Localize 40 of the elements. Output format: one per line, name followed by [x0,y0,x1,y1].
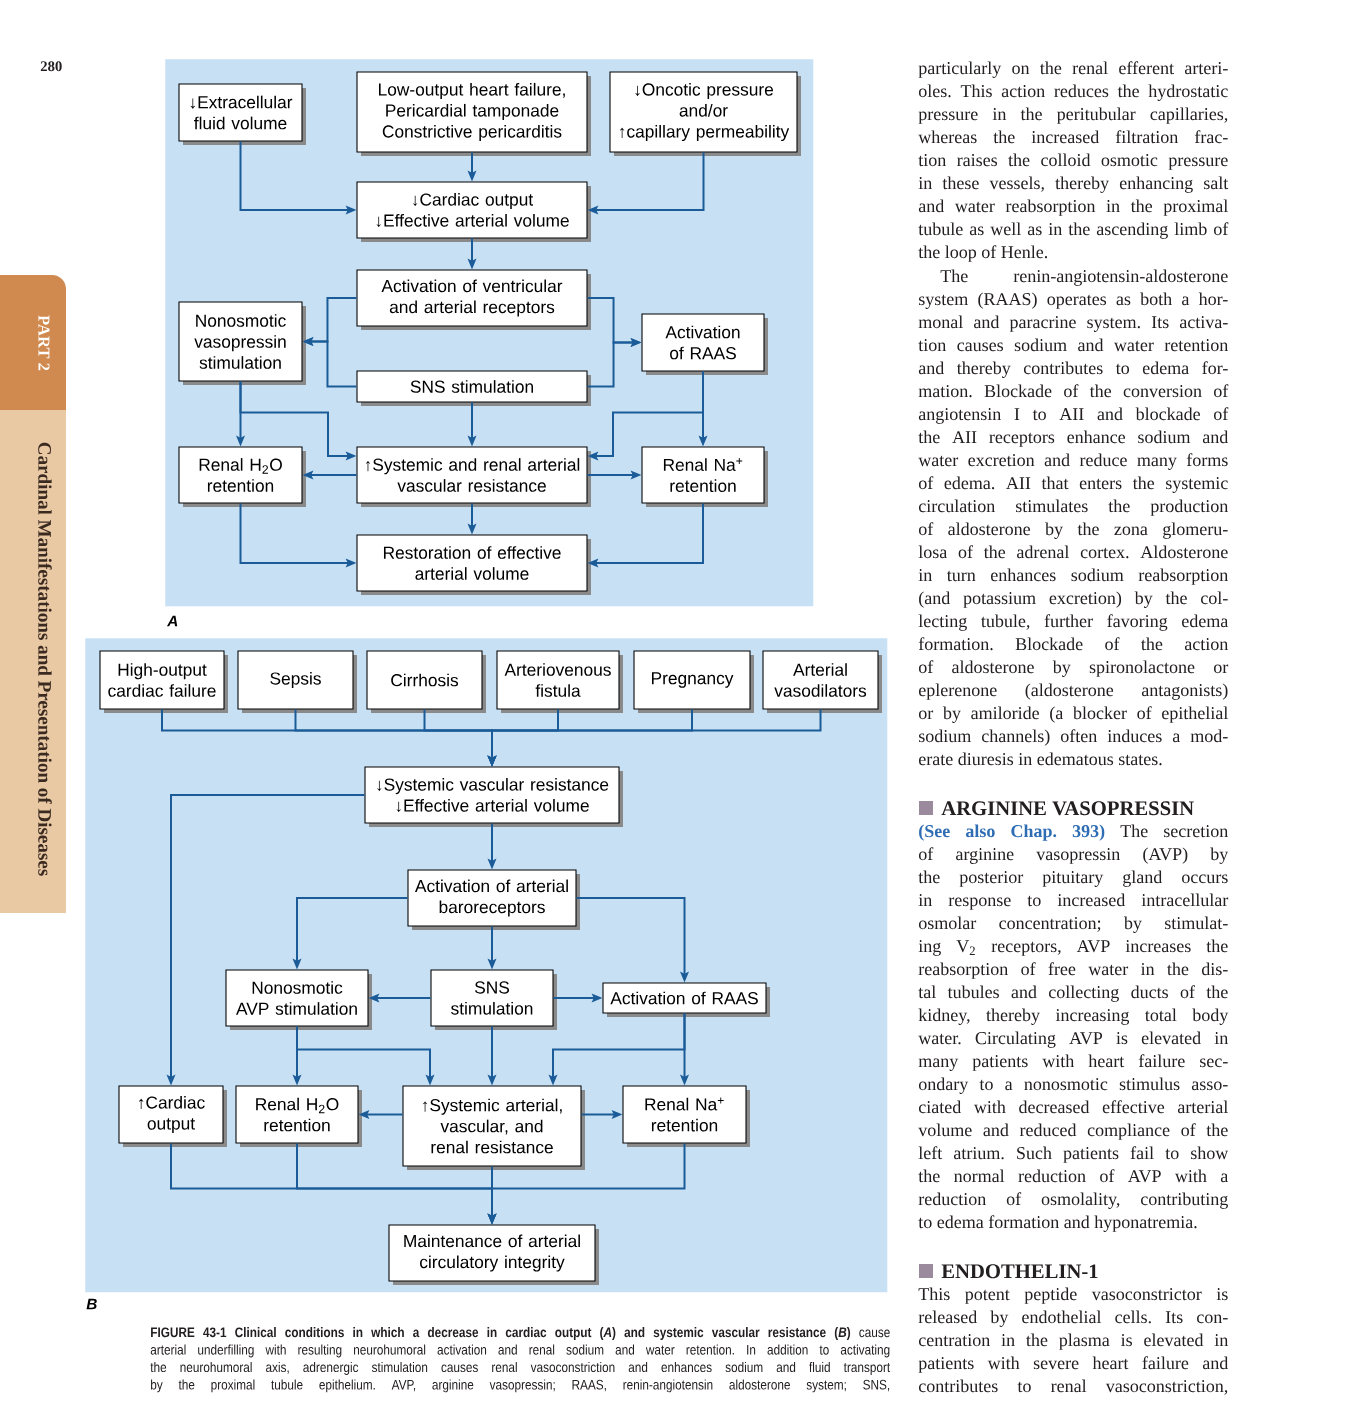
section-heading: ENDOTHELIN-1 [941,1264,1098,1279]
body-text: This potent peptide vasoconstrictor is released by endothelial cells. Its con-centration in the plasma is elevated in patients with severe heart failure and contributes to renal vasoconstriction, [918,1287,1229,1395]
panel-label: A [166,615,178,627]
process-box: Nonosmotic AVP stimulation [225,969,372,1030]
process-box: Maintenance of arterial circulatory integrity [388,1224,599,1285]
process-box: ↑Cardiac output [118,1085,227,1147]
process-box: SNS stimulation [356,370,591,406]
body-text: (See also Chap. 393) The secretion of arginine vasopressin (AVP) by the posterior pituitary gland occurs in response to increased intracellular osmolar concentration; by stimulat-ing V$_{2}$ receptors, AVP increases the reabsorption of free water in the dis-tal tubules and collecting ducts of the kidney, thereby increasing total body water. Circulating AVP is elevated in many patients with heart failure sec-ondary to a nonosmotic stimulus asso-ciated with decreased effective arterial volume and reduced compliance of the left atrium. Such patients fail to show the normal reduction of AVP with a reduction of osmolality, contributing to edema formation and hyponatremia. [918,824,1229,1232]
process-box: Renal H$_{2}$O retention [178,446,306,507]
figure-caption: FIGURE 43-1 Clinical conditions in which a decrease in cardiac output (A) and systemic vascular resistance (B) cause arterial underfilling with resulting neurohumoral activation and renal sodium and water retention. In addition to activating the neurohumoral axis, adrenergic stimulation causes renal vasoconstriction and enhances sodium and fluid transport by the proximal tubule epithelium. AVP, arginine vasopressin; RAAS, renin-angiotensin aldosterone system; SNS, [150,1327,891,1393]
process-box: Arterial vasodilators [762,650,882,713]
process-box: High-output cardiac failure [99,650,228,713]
process-box: Renal Na$^{+}$ retention [622,1085,750,1147]
process-box: SNS stimulation [430,969,557,1030]
process-box: ↑Systemic and renal arterial vascular resistance [356,446,591,507]
section-heading: ARGININE VASOPRESSIN [941,801,1194,816]
part-tab: PART 2 [0,275,66,410]
panel-label: B [86,1298,97,1310]
process-box: Activation of ventricular and arterial receptors [356,269,591,330]
process-box: Renal Na$^{+}$ retention [641,446,768,507]
process-box: ↑Systemic arterial, vascular, and renal resistance [402,1085,585,1170]
chapter-tab: Cardinal Manifestations and Presentation of Diseases [0,410,66,913]
process-box: Restoration of effective arterial volume [356,534,591,595]
process-box: Activation of RAAS [602,982,770,1017]
process-box: ↓Cardiac output ↓Effective arterial volume [356,181,591,242]
page-number: 280 [40,61,62,72]
process-box: ↓Systemic vascular resistance ↓Effective arterial volume [364,766,623,827]
process-box: Sepsis [237,650,357,713]
body-text: The renin-angiotensin-aldosterone system (RAAS) operates as both a hor-monal and paracrine system. Its activa-tion causes sodium and water retention and thereby contributes to edema for-mation. Blockade of the conversion of angiotensin I to AII and blockade of the AII receptors enhance sodium and water excretion and reduce many forms of edema. AII that enters the systemic circulation stimulates the production of aldosterone by the zona glomeru-losa of the adrenal cortex. Aldosterone in turn enhances sodium reabsorption (and potassium excretion) by the col-lecting tubule, further favoring edema formation. Blockade of the action of aldosterone by spironolactone or eplerenone (aldosterone antagonists) or by amiloride (a blocker of epithelial sodium channels) often induces a mod-erate diuresis in edematous states. [918,269,1229,766]
process-box: Activation of arterial baroreceptors [407,869,580,930]
process-box: Renal H$_{2}$O retention [235,1085,362,1147]
process-box: ↓Oncotic pressure and/or ↑capillary permeability [609,71,801,156]
process-box: Nonosmotic vasopressin stimulation [178,301,306,385]
process-box: Arteriovenous fistula [496,650,623,713]
process-box: Low-output heart failure, Pericardial tamponade Constrictive pericarditis [356,71,591,156]
process-box: Cirrhosis [366,650,486,713]
body-text: particularly on the renal efferent arteri-oles. This action reduces the hydrostatic pressure in the peritubular capillaries, whereas the increased filtration frac-tion raises the colloid osmotic pressure in these vessels, thereby enhancing salt and water reabsorption in the proximal tubule as well as in the ascending limb of the loop of Henle. [918,61,1229,262]
process-box: Pregnancy [633,650,754,713]
process-box: ↓Extracellular fluid volume [178,83,306,145]
process-box: Activation of RAAS [641,313,768,375]
